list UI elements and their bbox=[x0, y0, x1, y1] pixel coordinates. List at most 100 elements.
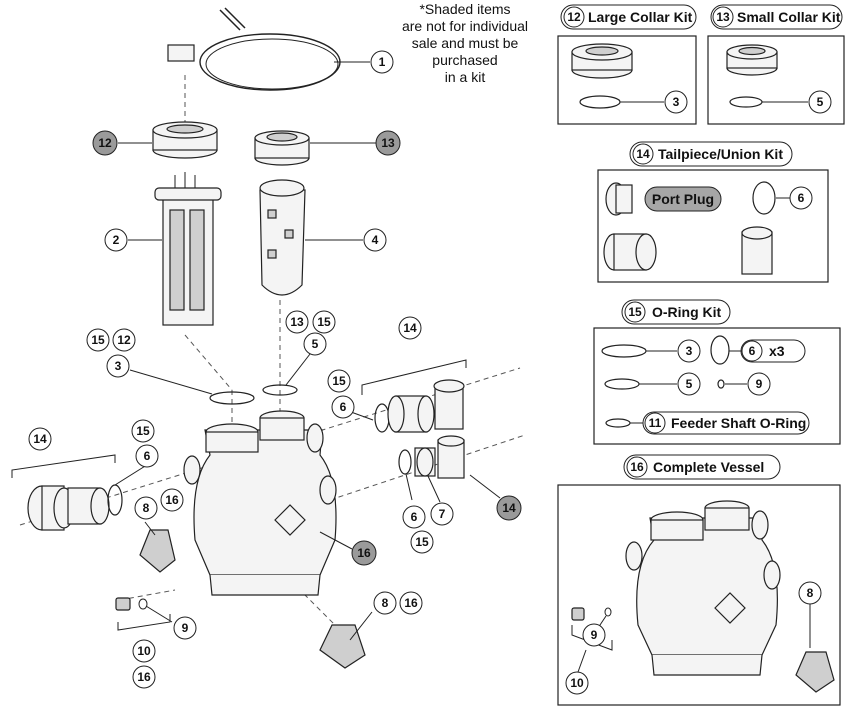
callout-2: 2 bbox=[104, 228, 128, 252]
callout-16-b-shaded: 16 bbox=[351, 540, 377, 566]
svg-text:14: 14 bbox=[502, 501, 516, 515]
oring-kit-item-b-qty: x3 bbox=[769, 343, 785, 359]
svg-text:15: 15 bbox=[91, 333, 105, 347]
small-collar-part bbox=[254, 130, 310, 166]
small-collar-kit-number: 13 bbox=[716, 10, 730, 24]
note-line-2: are not for individual bbox=[402, 18, 528, 34]
oring-3-part bbox=[209, 391, 255, 405]
oring-kit-title: O-Ring Kit bbox=[652, 304, 722, 320]
feeder-part bbox=[259, 179, 306, 296]
svg-text:6: 6 bbox=[411, 510, 418, 524]
svg-text:14: 14 bbox=[33, 432, 47, 446]
svg-text:10: 10 bbox=[137, 644, 151, 658]
callout-leaders bbox=[114, 61, 501, 641]
shaded-items-note: *Shaded items are not for individual sal… bbox=[402, 1, 528, 85]
callout-8-b: 8 bbox=[373, 591, 397, 615]
svg-text:9: 9 bbox=[182, 621, 189, 635]
drain-plug-part bbox=[115, 597, 171, 631]
upper-right-union-part bbox=[361, 359, 467, 433]
svg-text:15: 15 bbox=[415, 535, 429, 549]
callout-16-d: 16 bbox=[399, 591, 423, 615]
vessel-kit-item-c: 8 bbox=[807, 586, 814, 600]
large-collar-kit-number: 12 bbox=[567, 10, 581, 24]
svg-text:7: 7 bbox=[439, 507, 446, 521]
port-plug-label: Port Plug bbox=[652, 191, 714, 207]
svg-text:1: 1 bbox=[379, 55, 386, 69]
oring-kit-box: 15 O-Ring Kit 3 6 x3 5 9 11 Feeder Shaft… bbox=[593, 299, 841, 445]
note-line-3: sale and must be bbox=[412, 35, 519, 51]
svg-text:5: 5 bbox=[312, 337, 319, 351]
callout-6-c: 6 bbox=[402, 505, 426, 529]
vessel-kit-item-b: 10 bbox=[570, 676, 584, 690]
svg-text:15: 15 bbox=[317, 315, 331, 329]
left-union-part bbox=[11, 454, 123, 531]
note-line-4: purchased bbox=[432, 52, 497, 68]
svg-text:6: 6 bbox=[340, 400, 347, 414]
oring-kit-item-e-label: Feeder Shaft O-Ring bbox=[671, 415, 806, 431]
oring-kit-item-a: 3 bbox=[686, 344, 693, 358]
callout-15-a: 15 bbox=[86, 328, 110, 352]
small-collar-kit-box: 13 Small Collar Kit 5 bbox=[707, 4, 845, 125]
callout-6-a: 6 bbox=[331, 395, 355, 419]
callout-9: 9 bbox=[173, 616, 197, 640]
callout-14-a: 14 bbox=[398, 316, 422, 340]
svg-text:13: 13 bbox=[290, 315, 304, 329]
tailpiece-kit-box: 14 Tailpiece/Union Kit Port Plug 6 bbox=[597, 141, 829, 283]
tailpiece-kit-title: Tailpiece/Union Kit bbox=[658, 146, 783, 162]
vessel-kit-title: Complete Vessel bbox=[653, 459, 764, 475]
svg-text:2: 2 bbox=[113, 233, 120, 247]
callout-14-b: 14 bbox=[28, 427, 52, 451]
svg-text:16: 16 bbox=[357, 546, 371, 560]
callout-16-c: 16 bbox=[132, 665, 156, 689]
svg-text:15: 15 bbox=[136, 424, 150, 438]
oring-kit-number: 15 bbox=[628, 305, 642, 319]
callout-15-d: 15 bbox=[131, 419, 155, 443]
callout-13-b: 13 bbox=[285, 310, 309, 334]
small-collar-kit-title: Small Collar Kit bbox=[737, 9, 841, 25]
callout-7: 7 bbox=[430, 502, 454, 526]
tailpiece-kit-number: 14 bbox=[636, 147, 650, 161]
callout-6-b: 6 bbox=[135, 444, 159, 468]
callout-5: 5 bbox=[303, 332, 327, 356]
large-collar-part bbox=[152, 121, 218, 159]
callout-10: 10 bbox=[132, 639, 156, 663]
tailpiece-oring-number: 6 bbox=[798, 191, 805, 205]
note-line-1: *Shaded items bbox=[419, 1, 510, 17]
svg-text:12: 12 bbox=[117, 333, 131, 347]
callout-13-shaded: 13 bbox=[375, 130, 401, 156]
svg-text:16: 16 bbox=[404, 596, 418, 610]
svg-text:16: 16 bbox=[165, 493, 179, 507]
power-cable-part bbox=[167, 7, 341, 91]
cell-part bbox=[154, 172, 222, 326]
callout-12-b: 12 bbox=[112, 328, 136, 352]
oring-kit-item-c: 5 bbox=[686, 377, 693, 391]
svg-text:3: 3 bbox=[115, 359, 122, 373]
callout-15-e: 15 bbox=[410, 530, 434, 554]
lower-right-union-part bbox=[398, 435, 465, 479]
svg-text:13: 13 bbox=[381, 136, 395, 150]
svg-text:15: 15 bbox=[332, 374, 346, 388]
svg-text:4: 4 bbox=[372, 233, 379, 247]
callout-12-shaded: 12 bbox=[92, 130, 118, 156]
large-collar-kit-box: 12 Large Collar Kit 3 bbox=[557, 4, 697, 125]
svg-text:12: 12 bbox=[98, 136, 112, 150]
svg-text:8: 8 bbox=[143, 501, 150, 515]
vessel-kit-item-a: 9 bbox=[591, 628, 598, 642]
vessel-kit-box: 16 Complete Vessel 9 10 8 bbox=[557, 454, 841, 706]
clip-part bbox=[139, 529, 176, 573]
oring-5-part bbox=[262, 384, 298, 396]
callout-4: 4 bbox=[363, 228, 387, 252]
oring-kit-item-d: 9 bbox=[756, 377, 763, 391]
callout-1: 1 bbox=[370, 50, 394, 74]
note-line-5: in a kit bbox=[445, 69, 486, 85]
vessel-part bbox=[183, 410, 337, 596]
large-collar-kit-title: Large Collar Kit bbox=[588, 9, 693, 25]
svg-text:6: 6 bbox=[144, 449, 151, 463]
callout-3: 3 bbox=[106, 354, 130, 378]
callout-14-c-shaded: 14 bbox=[496, 495, 522, 521]
svg-text:14: 14 bbox=[403, 321, 417, 335]
callout-8-a: 8 bbox=[134, 496, 158, 520]
svg-text:16: 16 bbox=[137, 670, 151, 684]
small-collar-oring-number: 5 bbox=[817, 95, 824, 109]
